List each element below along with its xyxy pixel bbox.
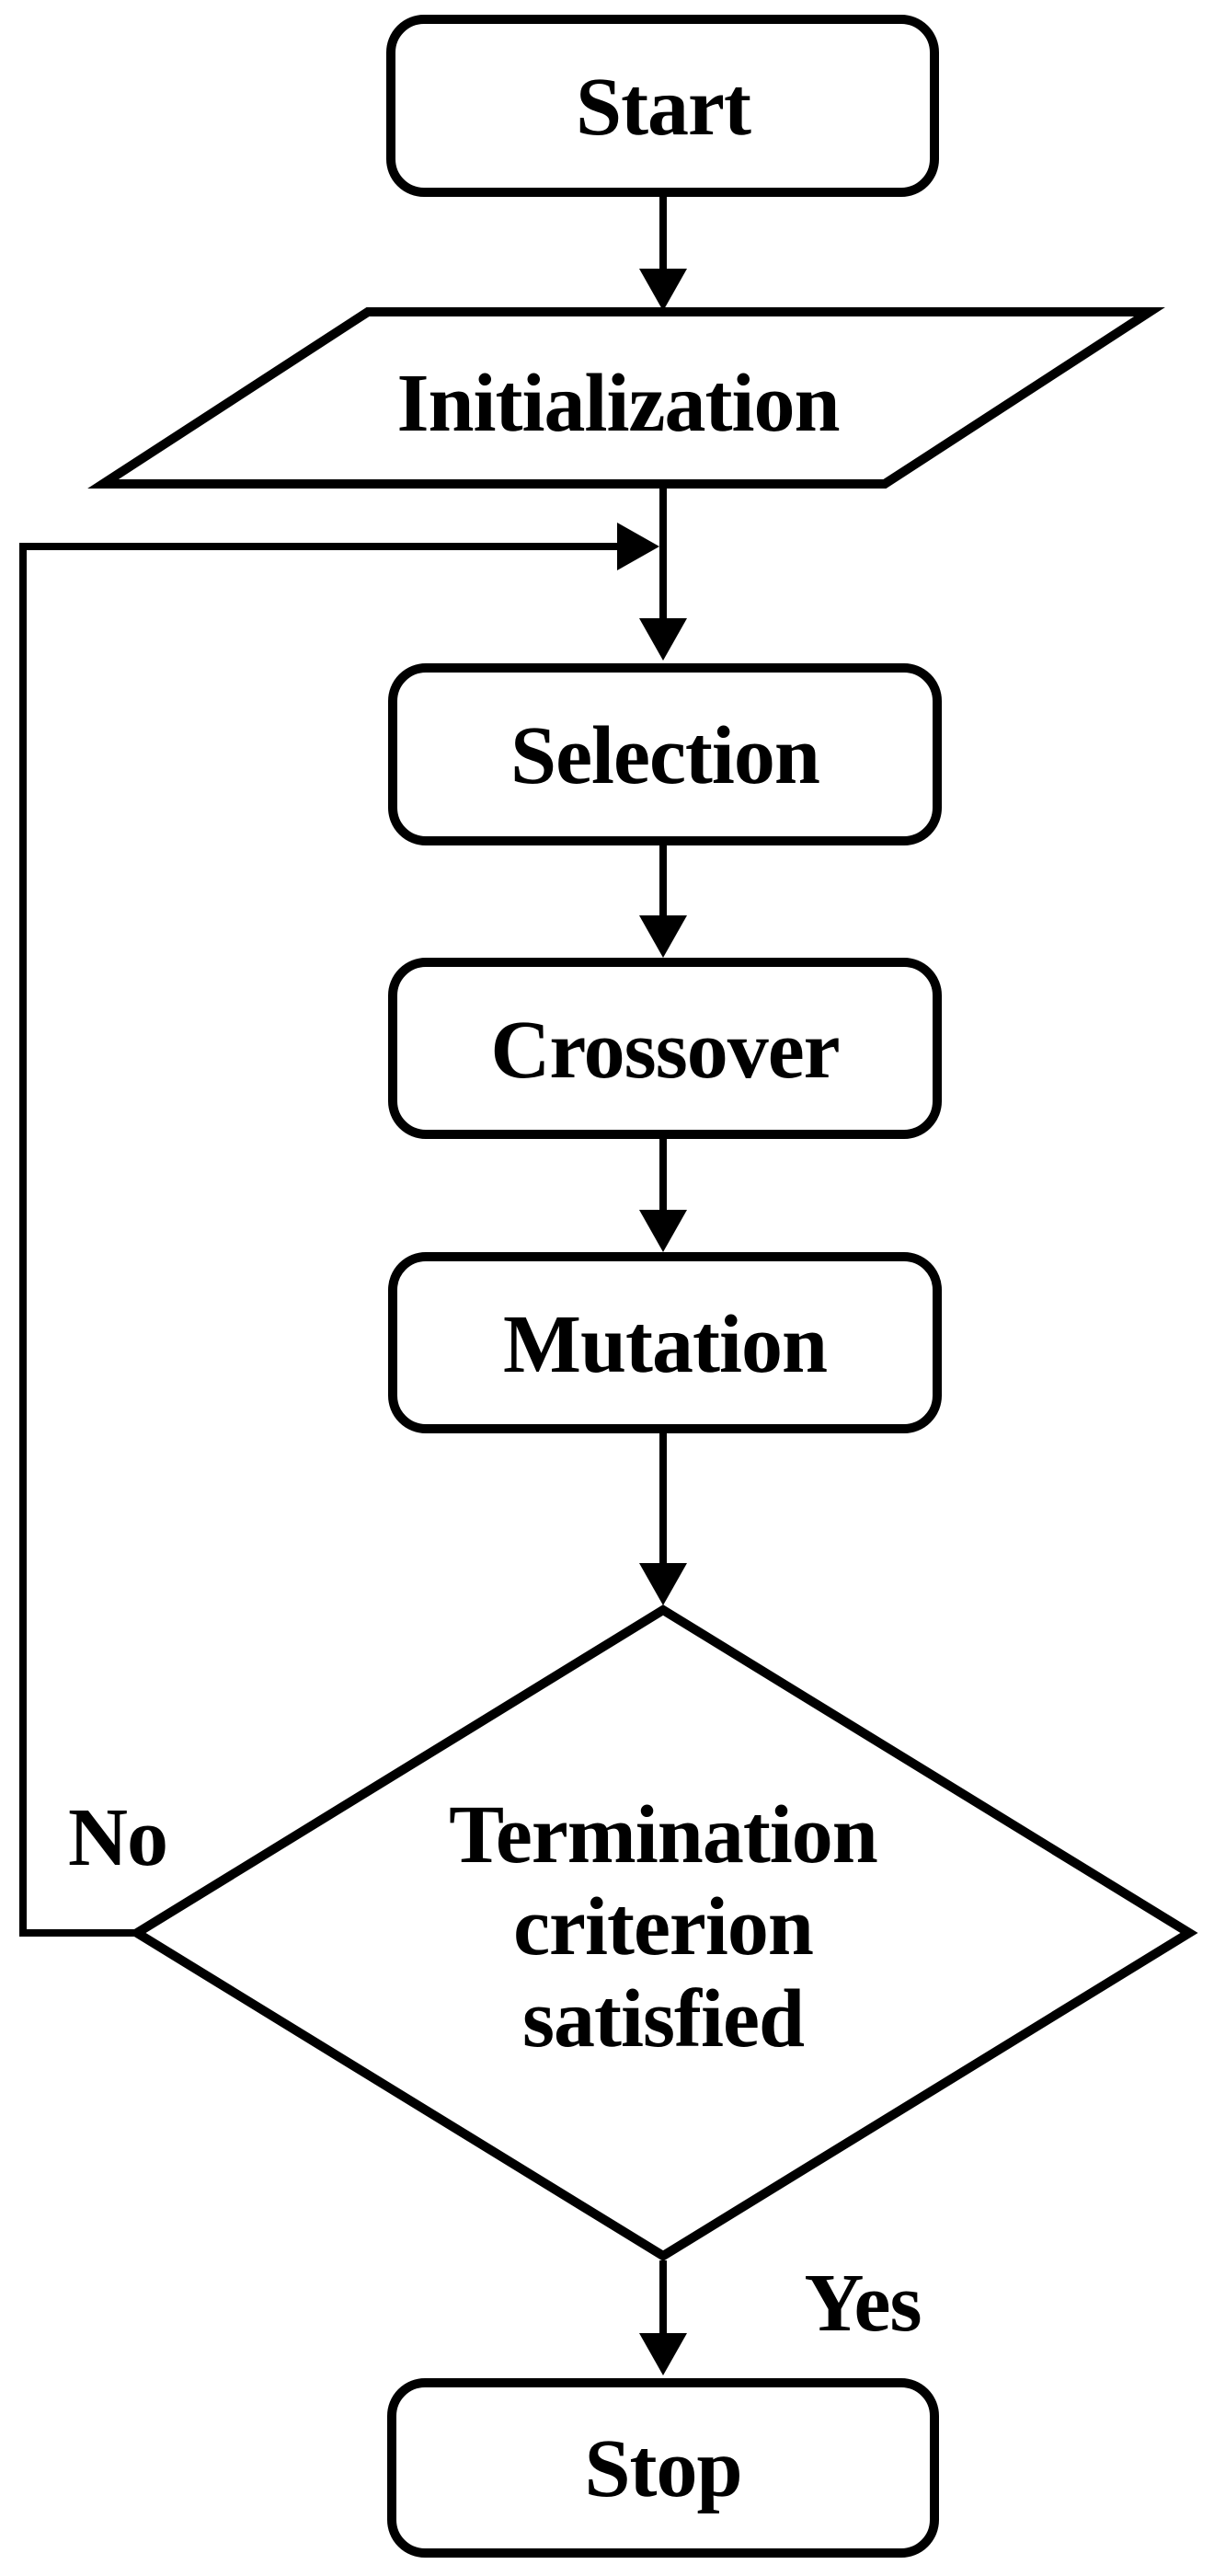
stop-node	[387, 2378, 939, 2558]
mutation-label: Mutation	[503, 1299, 827, 1390]
decision-label-line-2: criterion	[513, 1881, 813, 1972]
selection-node	[388, 663, 942, 845]
arrowhead-into-initialization	[639, 269, 687, 311]
mutation-node	[388, 1252, 942, 1433]
start-label: Start	[576, 62, 751, 153]
edge-no-loop	[19, 543, 617, 1937]
crossover-label: Crossover	[490, 1005, 839, 1096]
arrowhead-into-stop	[639, 2333, 687, 2375]
decision-diamond	[128, 1604, 1198, 2261]
yes-branch-label: Yes	[805, 2258, 922, 2349]
arrowhead-into-mutation	[639, 1210, 687, 1252]
initialization-label: Initialization	[396, 358, 839, 449]
arrowhead-into-decision	[639, 1563, 687, 1605]
selection-label: Selection	[510, 710, 819, 801]
stop-label: Stop	[584, 2423, 741, 2514]
arrowhead-into-selection	[639, 618, 687, 661]
start-node	[386, 15, 939, 197]
decision-label-line-3: satisfied	[522, 1973, 805, 2064]
decision-label-line-1: Termination	[449, 1789, 877, 1880]
no-branch-label: No	[68, 1792, 167, 1883]
initialization-parallelogram	[87, 307, 1165, 489]
crossover-node	[388, 958, 942, 1139]
arrowhead-no-loop-merge	[617, 523, 659, 570]
arrowhead-into-crossover	[639, 915, 687, 958]
